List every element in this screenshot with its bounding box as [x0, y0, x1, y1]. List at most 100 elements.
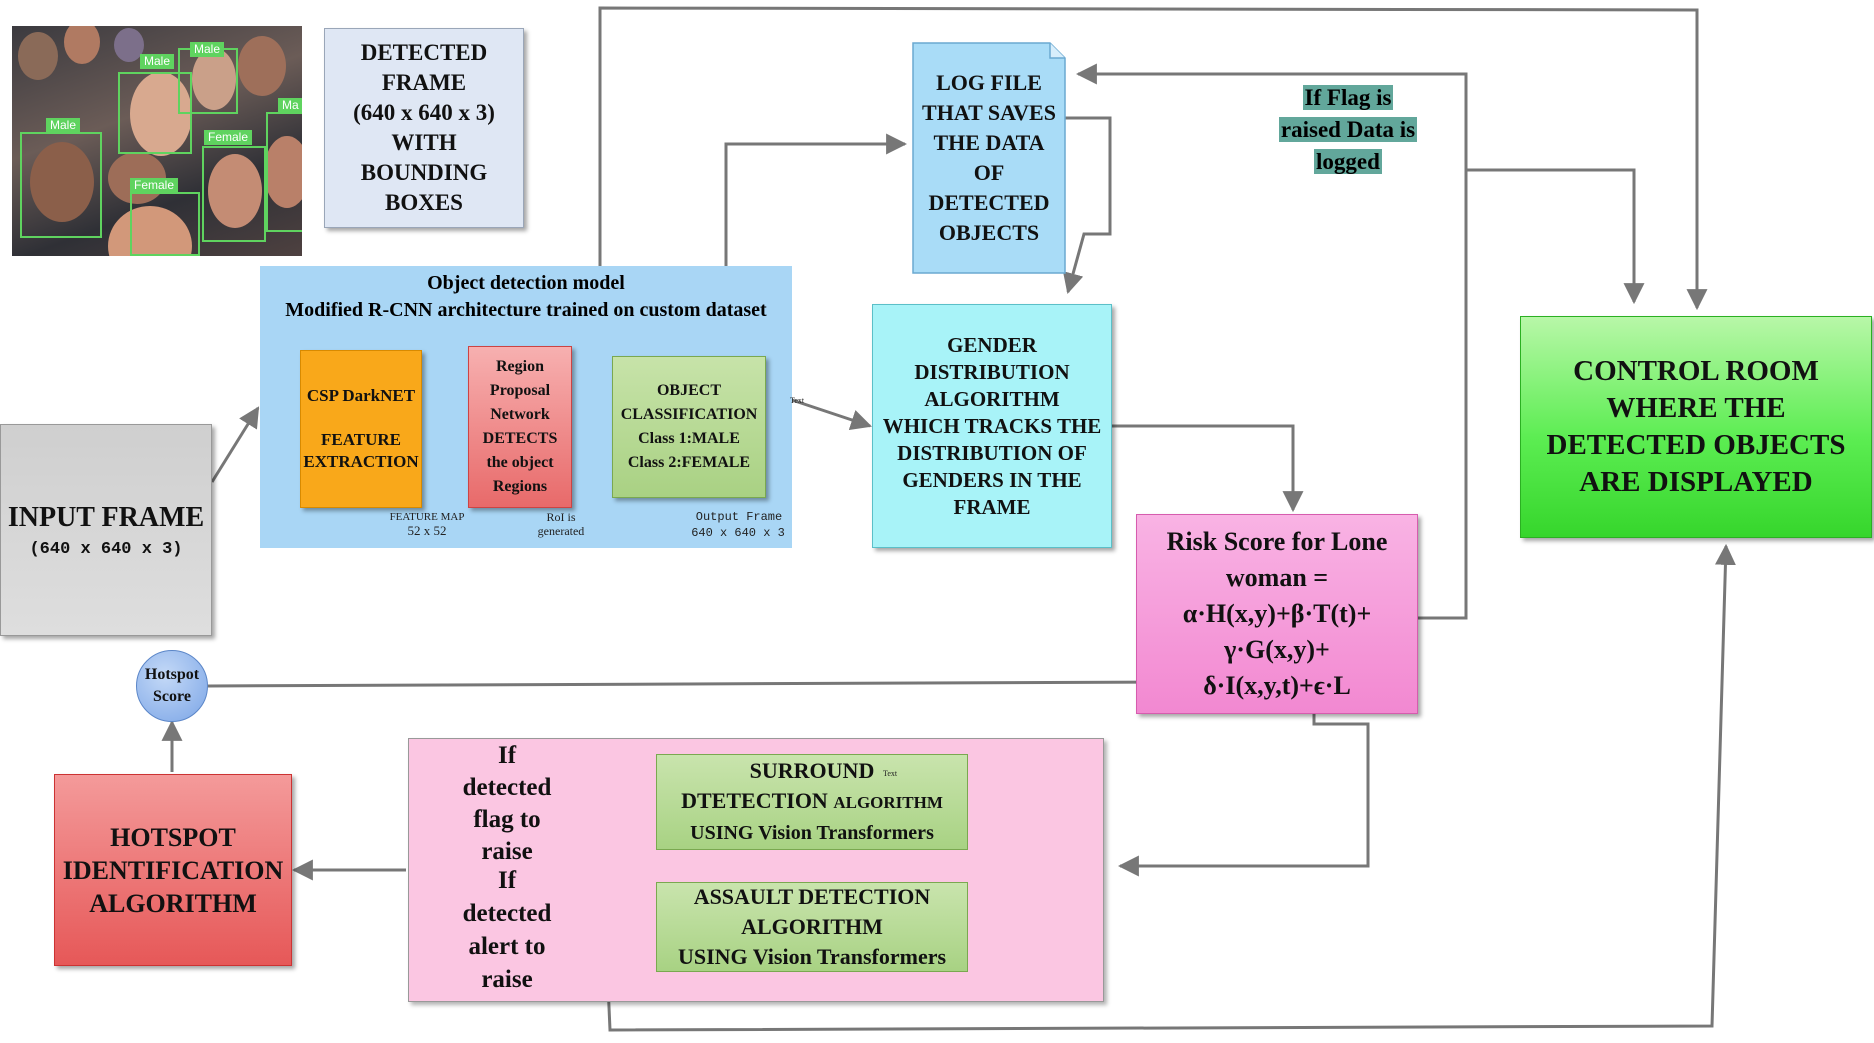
output-frame-label: Output Frame	[695, 510, 783, 524]
detected-frame-line: BOXES	[385, 190, 463, 215]
alert-condition-text: If detected alert to raise	[447, 865, 567, 995]
detected-frame-line: FRAME	[381, 70, 467, 95]
arrow-classification-to-gender	[791, 398, 872, 430]
flag-condition-text: If detected flag to raise	[447, 741, 567, 867]
arrow-detector-to-log	[724, 133, 908, 268]
arrow-risk-to-detection	[1117, 712, 1370, 877]
input-frame-dims: (640 x 640 x 3)	[29, 539, 183, 559]
log-file-line: THE DATA	[933, 130, 1045, 155]
gender-line: GENDER	[947, 332, 1037, 357]
classification-line: OBJECT	[656, 382, 721, 399]
flag-note-line: logged	[1314, 149, 1382, 174]
csp-darknet-box: CSP DarkNET FEATURE EXTRACTION	[300, 350, 422, 508]
log-file-line: OBJECTS	[938, 220, 1040, 245]
surround-line-2: DTETECTION	[681, 788, 828, 813]
gender-line: DISTRIBUTION	[914, 359, 1070, 384]
rpn-line: the object	[486, 454, 554, 471]
flag-condition-line: If	[497, 742, 517, 769]
log-file-line: DETECTED	[928, 190, 1050, 215]
classification-line: CLASSIFICATION	[620, 406, 758, 423]
output-frame-dims: 640 x 640 x 3	[691, 526, 785, 540]
control-room-line: ARE DISPLAYED	[1579, 466, 1813, 498]
risk-score-box: Risk Score for Lone woman = α·H(x,y)+β·T…	[1136, 514, 1418, 714]
input-frame-title: INPUT FRAME	[7, 501, 205, 533]
bbox-label: Male	[46, 118, 81, 133]
rpn-line: DETECTS	[482, 430, 558, 447]
flag-note-line: If Flag is	[1302, 85, 1394, 110]
assault-detection-box: ASSAULT DETECTION ALGORITHM USING Vision…	[656, 882, 968, 972]
detected-frame-line: WITH	[391, 130, 457, 155]
csp-line: FEATURE	[321, 430, 401, 449]
document-shape	[912, 42, 1066, 274]
arrow-hotspot-score-to-risk	[207, 671, 1163, 693]
surround-line-1: SURROUND	[749, 758, 875, 783]
gender-line: DISTRIBUTION OF	[897, 440, 1087, 465]
arrow-gender-to-risk	[1112, 424, 1304, 513]
input-frame-box: INPUT FRAME (640 x 640 x 3)	[0, 424, 212, 636]
assault-line: USING Vision Transformers	[677, 944, 947, 969]
gender-line: WHICH TRACKS THE	[882, 413, 1102, 438]
log-file-line: OF	[973, 160, 1005, 185]
alert-condition-line: raise	[481, 966, 533, 993]
bbox	[20, 132, 102, 238]
detector-panel: Object detection model Modified R-CNN ar…	[260, 266, 804, 548]
text-tag: Text	[790, 396, 805, 405]
hotspot-alg-line: HOTSPOT	[110, 822, 236, 852]
risk-line: woman =	[1225, 563, 1329, 592]
detected-frame-box: DETECTED FRAME (640 x 640 x 3) WITH BOUN…	[324, 28, 524, 228]
classification-line: Class 1:MALE	[638, 430, 740, 447]
surround-detection-box: SURROUND DTETECTION ALGORITHM USING Visi…	[656, 754, 968, 850]
control-room-line: DETECTED OBJECTS	[1546, 429, 1846, 461]
risk-line: α·H(x,y)+β·T(t)+	[1182, 599, 1372, 628]
roi-line: generated	[537, 524, 585, 538]
hotspot-alg-line: IDENTIFICATION	[62, 855, 284, 885]
rpn-line: Region	[496, 358, 544, 375]
log-file-box: LOG FILE THAT SAVES THE DATA OF DETECTED…	[912, 42, 1066, 274]
hotspot-score-circle: Hotspot Score	[136, 650, 208, 722]
rpn-line: Regions	[492, 478, 548, 495]
alert-condition-line: detected	[462, 900, 552, 927]
arrow-log-to-gender	[1060, 116, 1112, 295]
csp-line: CSP DarkNET	[306, 386, 416, 405]
surround-text-tag: Text	[883, 769, 898, 778]
assault-line: ALGORITHM	[741, 914, 883, 939]
arrow-input-to-detector	[210, 406, 260, 483]
detected-frame-line: (640 x 640 x 3)	[353, 100, 495, 125]
detector-subtitle: Modified R-CNN architecture trained on c…	[285, 299, 767, 321]
bbox-label: Male	[140, 54, 175, 69]
csp-line: EXTRACTION	[303, 452, 419, 471]
flag-condition-line: detected	[462, 774, 552, 801]
risk-line: Risk Score for Lone	[1166, 527, 1388, 556]
feature-map-dims: 52 x 52	[407, 523, 447, 538]
alert-condition-line: alert to	[468, 933, 546, 960]
bbox-label: Male	[190, 42, 225, 57]
hotspot-identification-box: HOTSPOT IDENTIFICATION ALGORITHM	[54, 774, 292, 966]
bbox-label: Female	[130, 178, 179, 193]
control-room-line: CONTROL ROOM	[1573, 355, 1819, 387]
gender-distribution-box: GENDER DISTRIBUTION ALGORITHM WHICH TRAC…	[872, 304, 1112, 548]
log-file-line: THAT SAVES	[922, 100, 1056, 125]
rpn-box: Region Proposal Network DETECTS the obje…	[468, 346, 572, 508]
arrow-flag-to-control-room	[1466, 168, 1645, 305]
bbox	[130, 192, 200, 256]
roi-line: RoI is	[546, 510, 576, 524]
bbox-label: Ma	[278, 98, 302, 113]
detected-frame-line: DETECTED	[360, 40, 488, 65]
bbox	[202, 146, 266, 242]
bbox	[178, 48, 238, 114]
roi-label: RoI is generated	[526, 510, 596, 538]
assault-line: ASSAULT DETECTION	[693, 884, 931, 909]
hotspot-score-line: Score	[153, 688, 191, 705]
hotspot-alg-line: ALGORITHM	[89, 888, 257, 918]
flag-condition-line: flag to	[473, 806, 541, 833]
arrow-detector-to-control-room	[598, 6, 1708, 311]
feature-map-label: FEATURE MAP	[389, 511, 465, 523]
surround-line-3: USING Vision Transformers	[690, 822, 934, 844]
surround-line-2-small: ALGORITHM	[833, 793, 943, 812]
rpn-line: Proposal	[489, 382, 551, 399]
flag-condition-line: raise	[481, 838, 533, 865]
gender-line: GENDERS IN THE	[902, 467, 1082, 492]
hotspot-score-line: Hotspot	[144, 666, 200, 683]
risk-line: γ·G(x,y)+	[1224, 635, 1330, 664]
detector-title: Object detection model	[427, 272, 625, 294]
